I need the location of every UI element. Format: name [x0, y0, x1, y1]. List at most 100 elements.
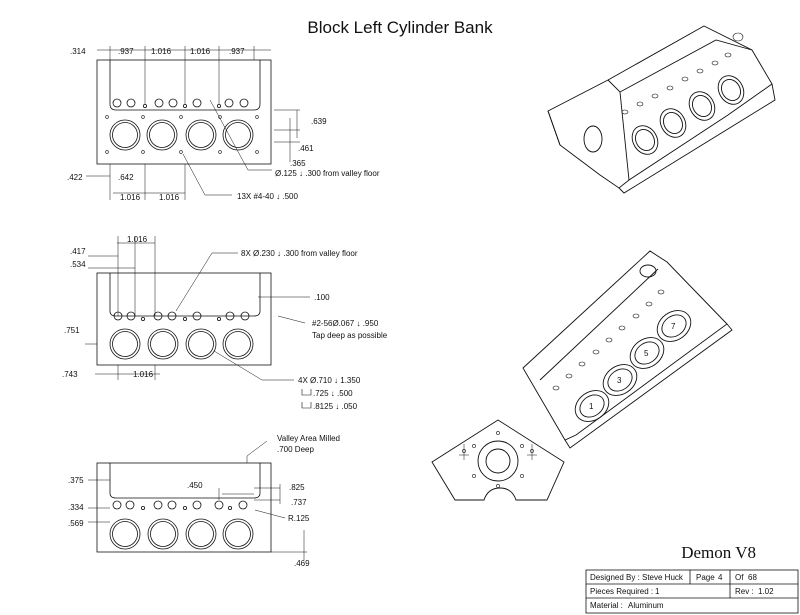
- cylinder-5-label: 5: [644, 349, 649, 358]
- iso2-cylinder-numbers: 1 3 5 7: [589, 322, 676, 411]
- note-bore-8125: .8125 ↓ .050: [313, 402, 358, 411]
- view-2-outline: [96, 272, 272, 366]
- view-2-small-holes: [113, 311, 250, 321]
- note-valley-milled: Valley Area Milled: [277, 434, 340, 443]
- view-2-bores: [109, 328, 254, 360]
- dim-365: .365: [290, 159, 306, 168]
- of-label: Of: [735, 573, 744, 582]
- dim-461: .461: [298, 144, 314, 153]
- end-plate-inner-bore: [485, 448, 511, 474]
- iso1-base: [618, 83, 776, 194]
- dim-417: .417: [70, 247, 86, 256]
- note-drill-125: Ø.125 ↓ .300 from valley floor: [275, 169, 380, 178]
- dim-334: .334: [68, 503, 84, 512]
- dim-1016-d: 1.016: [159, 193, 180, 202]
- view-3-dim-lines: [88, 440, 307, 560]
- rev-value: 1.02: [758, 587, 774, 596]
- view-3-labels: Valley Area Milled .700 Deep .375 .334 .…: [68, 434, 340, 568]
- of-value: 68: [748, 573, 757, 582]
- designed-by-value: Steve Huck: [642, 573, 684, 582]
- note-tap-deep: Tap deep as possible: [312, 331, 388, 340]
- view-2-valley: [109, 273, 261, 317]
- view-2-bore-side: [85, 236, 310, 381]
- view-3-bores: [109, 518, 254, 550]
- pieces-label: Pieces Required :: [590, 587, 653, 596]
- dim-1016-a: 1.016: [151, 47, 172, 56]
- dim-1016-c: 1.016: [120, 193, 141, 202]
- title-block: [585, 569, 799, 614]
- view-2-dim-lines: [85, 236, 310, 381]
- view-1-bores: [109, 119, 254, 151]
- view-3-valley: [109, 463, 261, 499]
- iso2-base: [564, 323, 733, 449]
- isometric-view-block-upper: [547, 25, 776, 194]
- view-1-small-holes: [112, 98, 249, 109]
- dim-737: .737: [291, 498, 307, 507]
- iso2-body: [522, 250, 728, 441]
- title-block-text: Designed By : Steve Huck Page 4 Of 68 Pi…: [590, 573, 774, 610]
- iso2-top-hole: [639, 264, 657, 278]
- view-2-labels: 1.016 .417 .534 .751 .743 1.016 .100 8X …: [62, 235, 388, 411]
- note-bore-710: 4X Ø.710 ↓ 1.350: [298, 376, 361, 385]
- dim-825: .825: [289, 483, 305, 492]
- material-label: Material :: [590, 601, 623, 610]
- dim-743: .743: [62, 370, 78, 379]
- dim-569: .569: [68, 519, 84, 528]
- end-plate-holes: [462, 431, 534, 488]
- view-3-outline: [96, 462, 272, 553]
- cylinder-7-label: 7: [671, 322, 676, 331]
- rev-label: Rev :: [735, 587, 754, 596]
- iso1-bores: [631, 75, 745, 155]
- cylinder-1-label: 1: [589, 402, 594, 411]
- project-name: Demon V8: [681, 543, 756, 562]
- end-plate-centerlines: [459, 444, 537, 460]
- dim-375: .375: [68, 476, 84, 485]
- designed-by-label: Designed By :: [590, 573, 640, 582]
- dim-642: .642: [118, 173, 134, 182]
- iso1-left-edge: [547, 110, 561, 146]
- dim-1016-v2-bottom: 1.016: [133, 370, 154, 379]
- dim-450: .450: [187, 481, 203, 490]
- note-8x-230: 8X Ø.230 ↓ .300 from valley floor: [241, 249, 358, 258]
- iso1-end-bore: [583, 125, 603, 153]
- cylinder-3-label: 3: [617, 376, 622, 385]
- iso2-bores: [574, 310, 692, 422]
- drawing-title: Block Left Cylinder Bank: [307, 18, 493, 37]
- dim-751: .751: [64, 326, 80, 335]
- isometric-view-block-lower: [522, 250, 733, 449]
- note-bore-725: .725 ↓ .500: [313, 389, 353, 398]
- title-block-frame: [585, 569, 799, 614]
- iso1-top-edge: [607, 39, 753, 93]
- dim-639: .639: [311, 117, 327, 126]
- end-plate-cam-bore: [477, 440, 519, 482]
- iso1-holes: [621, 32, 744, 115]
- counterbore-symbols: [301, 389, 312, 409]
- view-1-labels: .314 .937 1.016 1.016 .937 .639 .461 .36…: [67, 47, 380, 202]
- dim-422: .422: [67, 173, 83, 182]
- dim-534: .534: [70, 260, 86, 269]
- end-plate-view: [431, 419, 565, 501]
- view-3-valley-mill: [88, 440, 307, 560]
- dim-937-a: .937: [118, 47, 134, 56]
- dim-469: .469: [294, 559, 310, 568]
- view-1-dim-lines: [86, 46, 300, 200]
- dim-1016-b: 1.016: [190, 47, 211, 56]
- view-1-outline: [96, 59, 272, 165]
- iso2-holes: [552, 289, 665, 391]
- note-tap-4-40: 13X #4-40 ↓ .500: [237, 192, 298, 201]
- page-value: 4: [718, 573, 723, 582]
- dim-937-b: .937: [229, 47, 245, 56]
- dim-1016-v2-top: 1.016: [127, 235, 148, 244]
- iso1-body: [547, 25, 773, 189]
- view-3-small-holes: [112, 500, 248, 510]
- dim-100: .100: [314, 293, 330, 302]
- pieces-value: 1: [655, 587, 660, 596]
- note-valley-depth: .700 Deep: [277, 445, 314, 454]
- note-tap-2-56: #2-56Ø.067 ↓ .950: [312, 319, 379, 328]
- dim-r125: R.125: [288, 514, 310, 523]
- view-1-stud-holes: [105, 115, 259, 154]
- material-value: Aluminum: [628, 601, 664, 610]
- dim-314: .314: [70, 47, 86, 56]
- view-1-valley-top: [86, 46, 300, 200]
